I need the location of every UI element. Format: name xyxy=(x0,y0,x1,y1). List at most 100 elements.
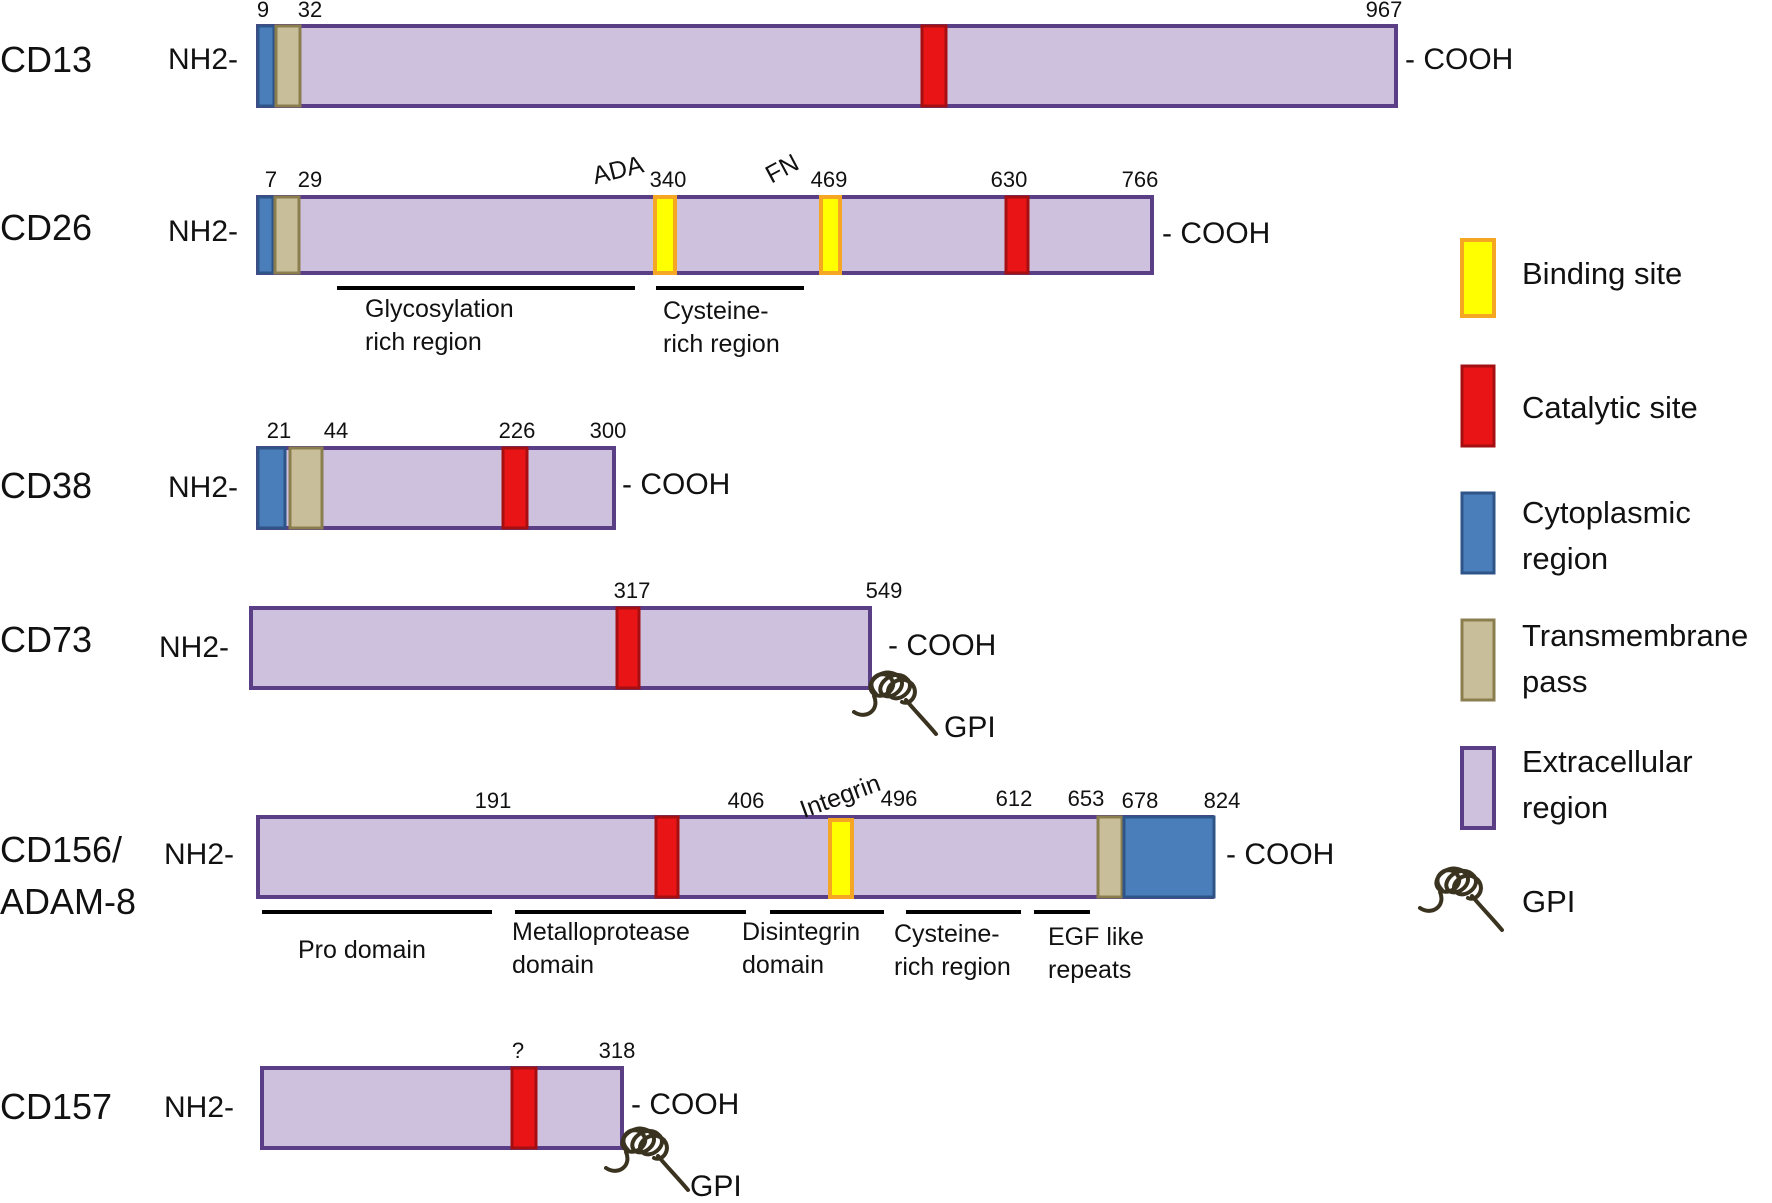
position-label: 406 xyxy=(728,788,765,813)
catalytic-site xyxy=(920,24,948,108)
protein-cd13: CD13 NH2- - COOH 9 32 967 xyxy=(0,0,1513,108)
region-label-line: rich region xyxy=(663,330,780,358)
legend-label-line: Cytoplasmic xyxy=(1522,495,1691,530)
cytoplasmic-region xyxy=(256,195,275,275)
position-label: 21 xyxy=(267,418,291,443)
region-label-glycosylation: Glycosylation rich region xyxy=(365,295,521,356)
catalytic-site xyxy=(615,606,641,690)
c-terminus-label: - COOH xyxy=(888,629,996,662)
protein-name-line: CD156/ xyxy=(0,829,122,870)
transmembrane-pass xyxy=(288,446,324,530)
position-label: 318 xyxy=(599,1038,636,1063)
c-terminus-label: - COOH xyxy=(622,468,730,501)
legend-label-transmembrane: Transmembrane pass xyxy=(1522,618,1757,699)
n-terminus-label: NH2- xyxy=(159,631,229,664)
c-terminus-label: - COOH xyxy=(1405,43,1513,76)
position-label: 317 xyxy=(614,578,651,603)
protein-name-line: ADAM-8 xyxy=(0,881,136,922)
catalytic-site xyxy=(501,446,529,530)
region-label-cysteine: Cysteine- rich region xyxy=(894,920,1011,981)
site-label-fn: FN xyxy=(761,149,804,189)
c-terminus-label: - COOH xyxy=(1226,838,1334,871)
catalytic-site xyxy=(654,815,680,899)
n-terminus-label: NH2- xyxy=(164,838,234,871)
extracellular-region xyxy=(249,606,872,690)
transmembrane-pass xyxy=(274,24,302,108)
n-terminus-label: NH2- xyxy=(168,43,238,76)
position-label: 630 xyxy=(991,167,1028,192)
region-label-line: domain xyxy=(512,951,594,979)
protein-name: CD157 xyxy=(0,1086,112,1127)
extracellular-region xyxy=(260,1066,624,1150)
protein-cd73: CD73 NH2- - COOH 317 549 GPI xyxy=(0,578,996,744)
region-label-line: Disintegrin xyxy=(742,918,860,946)
legend-label-line: region xyxy=(1522,541,1608,576)
legend-label-line: pass xyxy=(1522,664,1587,699)
transmembrane-pass xyxy=(1096,815,1124,899)
region-label-line: Glycosylation xyxy=(365,295,514,323)
transmembrane-pass xyxy=(273,195,301,275)
extracellular-region xyxy=(256,815,1214,899)
position-label: 678 xyxy=(1122,788,1159,813)
position-label: 340 xyxy=(650,167,687,192)
n-terminus-label: NH2- xyxy=(168,471,238,504)
legend-label-line: Extracellular xyxy=(1522,744,1693,779)
legend-label-binding: Binding site xyxy=(1522,256,1682,291)
legend-swatch-transmembrane xyxy=(1460,618,1496,702)
legend: Binding site Catalytic site Cytoplasmic … xyxy=(1418,238,1757,932)
position-label: 191 xyxy=(475,788,512,813)
n-terminus-label: NH2- xyxy=(164,1091,234,1124)
catalytic-site xyxy=(510,1066,538,1150)
position-label: 29 xyxy=(298,167,322,192)
region-label-line: Cysteine- xyxy=(894,920,1000,948)
region-label-line: rich region xyxy=(894,953,1011,981)
region-label-metalloprotease: Metalloprotease domain xyxy=(512,918,697,979)
position-label: 549 xyxy=(866,578,903,603)
region-label-line: repeats xyxy=(1048,956,1131,984)
legend-label-line: region xyxy=(1522,790,1608,825)
position-label: 9 xyxy=(257,0,269,22)
legend-label-gpi: GPI xyxy=(1522,884,1575,919)
legend-swatch-catalytic xyxy=(1460,364,1496,448)
position-label: 32 xyxy=(298,0,322,22)
catalytic-site xyxy=(1004,195,1030,275)
legend-swatch-cytoplasmic xyxy=(1460,491,1496,575)
position-label: ? xyxy=(512,1038,524,1063)
cytoplasmic-region xyxy=(256,446,287,530)
protein-cd38: CD38 NH2- - COOH 21 44 226 300 xyxy=(0,418,730,530)
protein-name: CD38 xyxy=(0,465,92,506)
region-label-disintegrin: Disintegrin domain xyxy=(742,918,867,979)
legend-gpi-icon xyxy=(1418,866,1504,932)
binding-site-integrin xyxy=(828,818,854,899)
legend-label-extracellular: Extracellular region xyxy=(1522,744,1701,825)
gpi-label: GPI xyxy=(690,1170,742,1203)
c-terminus-label: - COOH xyxy=(631,1088,739,1121)
binding-site-fn xyxy=(819,195,842,275)
position-label: 653 xyxy=(1068,786,1105,811)
position-label: 496 xyxy=(881,786,918,811)
legend-label-line: Transmembrane xyxy=(1522,618,1748,653)
legend-swatch-extracellular xyxy=(1460,746,1496,830)
region-label-line: Cysteine- xyxy=(663,297,769,325)
protein-name: CD73 xyxy=(0,619,92,660)
binding-site-ada xyxy=(653,195,677,275)
position-label: 824 xyxy=(1204,788,1241,813)
legend-label-cytoplasmic: Cytoplasmic region xyxy=(1522,495,1699,576)
region-label-pro-domain: Pro domain xyxy=(298,936,426,964)
protein-cd26: CD26 NH2- - COOH 7 29 340 469 630 766 AD… xyxy=(0,149,1270,358)
position-label: 44 xyxy=(324,418,348,443)
region-label-line: Metalloprotease xyxy=(512,918,690,946)
position-label: 766 xyxy=(1122,167,1159,192)
position-label: 612 xyxy=(996,786,1033,811)
legend-label-catalytic: Catalytic site xyxy=(1522,390,1698,425)
legend-swatch-binding xyxy=(1460,238,1496,318)
site-label-ada: ADA xyxy=(590,150,647,190)
cytoplasmic-region xyxy=(1122,815,1216,899)
region-label-line: EGF like xyxy=(1048,923,1144,951)
extracellular-region xyxy=(256,24,1398,108)
protein-name: CD26 xyxy=(0,207,92,248)
position-label: 967 xyxy=(1366,0,1403,22)
n-terminus-label: NH2- xyxy=(168,215,238,248)
gpi-label: GPI xyxy=(944,711,996,744)
